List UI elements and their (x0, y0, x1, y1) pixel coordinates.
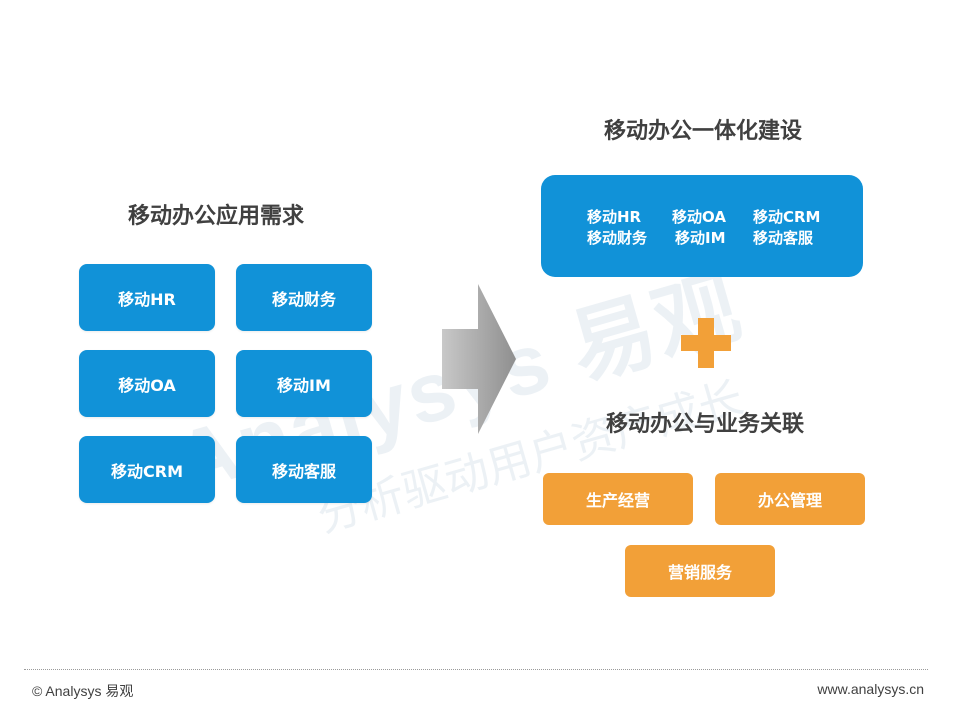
integration-item-customer-service: 移动客服 (753, 229, 814, 247)
business-item-office-management: 办公管理 (715, 473, 865, 525)
integration-item-crm: 移动CRM (753, 208, 821, 226)
integration-item-im: 移动IM (675, 229, 726, 247)
integration-title: 移动办公一体化建设 (603, 119, 802, 144)
integration-item-oa: 移动OA (672, 208, 726, 226)
plus-icon-vertical (698, 318, 714, 368)
tile-mobile-hr: 移动HR (79, 264, 215, 331)
tile-mobile-crm: 移动CRM (79, 436, 215, 503)
requirements-title: 移动办公应用需求 (127, 204, 304, 229)
tile-mobile-im: 移动IM (236, 350, 372, 417)
footer-copyright: © Analysys 易观 (32, 683, 134, 699)
tile-mobile-customer-service: 移动客服 (236, 436, 372, 503)
association-title: 移动办公与业务关联 (605, 412, 804, 437)
integration-item-finance: 移动财务 (587, 229, 648, 247)
integration-box: 移动HR 移动OA 移动CRM 移动财务 移动IM 移动客服 (541, 175, 863, 277)
right-arrow-icon (442, 284, 516, 434)
integration-item-hr: 移动HR (587, 208, 642, 226)
business-item-marketing-service: 营销服务 (625, 545, 775, 597)
tile-mobile-finance: 移动财务 (236, 264, 372, 331)
tile-mobile-oa: 移动OA (79, 350, 215, 417)
footer-url: www.analysys.cn (817, 681, 924, 697)
business-item-production: 生产经营 (543, 473, 693, 525)
footer-divider (24, 669, 928, 670)
